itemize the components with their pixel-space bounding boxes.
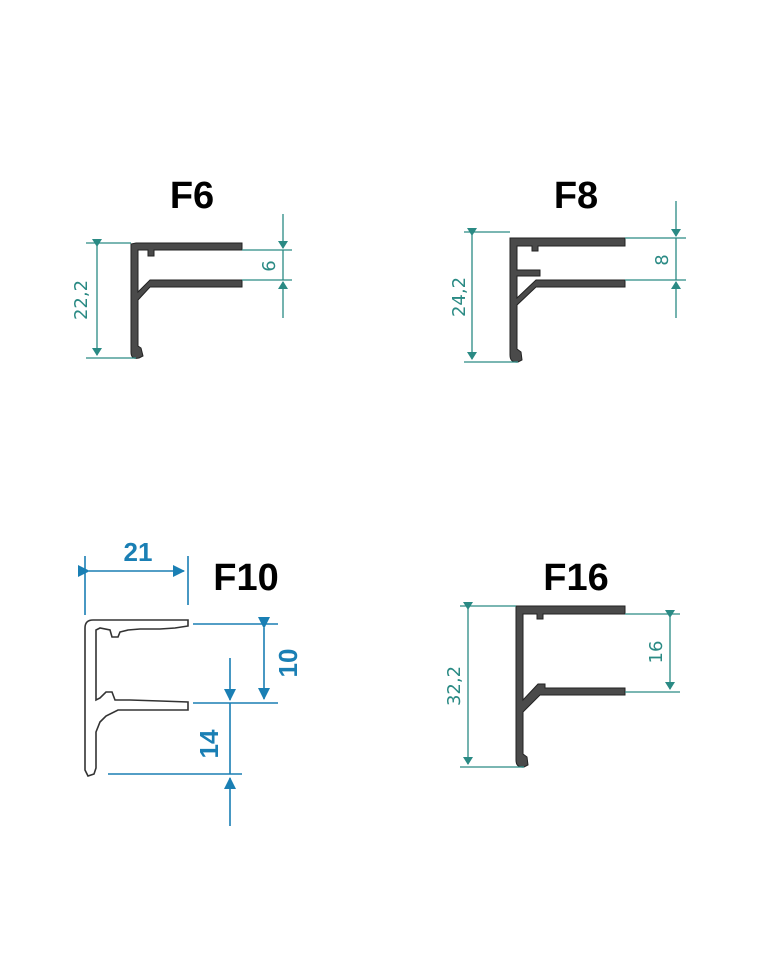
profile-f8-shape: [509, 237, 626, 363]
profile-f6: F6 22,2 6: [71, 175, 292, 359]
profile-f10-lower-label: 14: [194, 729, 224, 758]
profile-f8-height-label: 24,2: [449, 277, 470, 317]
profile-f8-gap-label: 8: [652, 254, 673, 265]
profile-f10-title: F10: [213, 557, 278, 599]
profile-f10-width-label: 21: [124, 537, 153, 567]
profile-f10-shape: [84, 619, 189, 777]
profile-f10: F10 21 10 14: [78, 537, 303, 826]
profile-f8-title: F8: [554, 175, 598, 217]
profile-f6-shape: [130, 242, 243, 359]
profile-f16-gap-label: 16: [646, 641, 667, 664]
profile-f16-title: F16: [543, 557, 608, 599]
profile-f6-title: F6: [170, 175, 214, 217]
profile-f16: F16 32,2 16: [444, 557, 680, 768]
profile-f16-height-label: 32,2: [444, 666, 465, 706]
profile-f6-height-label: 22,2: [71, 280, 92, 320]
profile-f6-gap-label: 6: [259, 260, 280, 271]
profile-f16-shape: [515, 605, 626, 768]
profile-f8: F8 24,2 8: [449, 175, 686, 363]
profile-f10-gap-label: 10: [273, 649, 303, 678]
